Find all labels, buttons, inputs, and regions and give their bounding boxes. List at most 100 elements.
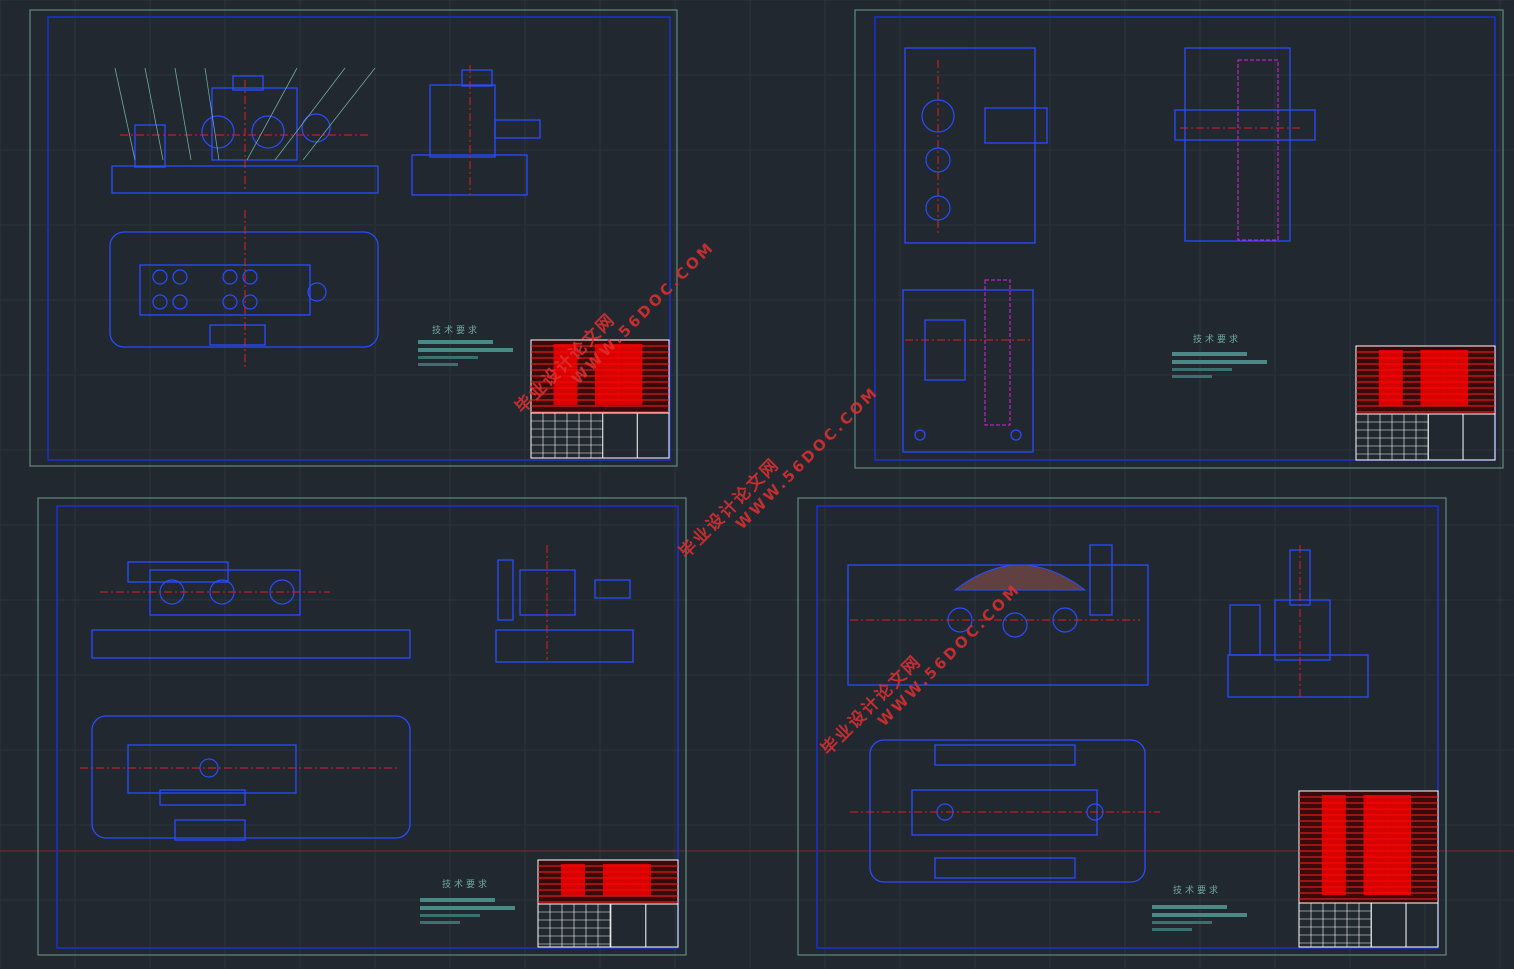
part-outline	[1227, 654, 1369, 698]
top-view-4	[850, 739, 1160, 883]
part-outline	[984, 107, 1048, 144]
part-outline	[461, 69, 493, 87]
part-outline	[495, 629, 634, 663]
bore-circle	[307, 282, 327, 302]
sheet-outer-border	[797, 497, 1447, 956]
base-top	[109, 231, 379, 348]
parts-list-text-block	[594, 344, 619, 405]
part-outline	[902, 289, 1034, 453]
part-outline	[1274, 599, 1331, 661]
part-outline	[934, 744, 1076, 766]
leader-line	[302, 67, 376, 161]
part-outline	[1089, 544, 1113, 616]
notes-line	[418, 363, 458, 366]
title-block-frame	[530, 412, 670, 459]
front-view-2	[904, 47, 1048, 244]
part-outline	[924, 319, 966, 381]
side-view-4	[1227, 545, 1369, 700]
top-view-1	[109, 210, 379, 370]
part-outline	[497, 559, 514, 621]
part-outline	[429, 84, 496, 158]
base-top	[91, 715, 411, 839]
leader-line	[114, 67, 136, 161]
part-outline	[211, 87, 298, 161]
part-outline	[519, 569, 576, 616]
parts-list-text-block	[618, 344, 643, 405]
technical-requirements-title-1: 技术要求	[432, 326, 481, 336]
sheet-outer-border	[29, 9, 678, 467]
bore-circle	[172, 294, 188, 310]
bore-circle	[301, 113, 331, 143]
technical-requirements-title-2: 技术要求	[1193, 335, 1242, 345]
bore-circle	[152, 269, 168, 285]
notes-line	[418, 348, 513, 352]
notes-line	[1172, 360, 1267, 364]
parts-list-text-block	[1444, 350, 1469, 406]
notes-line	[420, 914, 480, 917]
notes-line	[420, 921, 460, 924]
drawing-sheet-3[interactable]	[37, 497, 687, 956]
front-view-1	[111, 67, 379, 194]
notes-line	[420, 898, 495, 902]
parts-list-text-block	[603, 864, 627, 896]
leader-line	[204, 67, 220, 161]
top-view-2	[902, 279, 1034, 453]
title-block-frame	[1355, 413, 1496, 461]
part-outline	[494, 119, 541, 139]
notes-line	[1152, 928, 1192, 931]
bore-circle	[222, 269, 238, 285]
part-outline	[134, 124, 166, 168]
part-outline	[934, 857, 1076, 879]
bore-circle	[222, 294, 238, 310]
top-view-3	[80, 715, 411, 841]
title-block	[530, 339, 670, 459]
parts-list-text-block	[1378, 350, 1403, 406]
hatched-section	[953, 564, 1087, 591]
title-block-frame	[1298, 902, 1439, 948]
parts-list-text-block	[553, 344, 578, 405]
parts-list-text-block	[1363, 795, 1388, 895]
notes-line	[1172, 368, 1232, 371]
notes-line	[420, 906, 515, 910]
part-outline	[127, 744, 297, 794]
drawing-sheet-4[interactable]	[797, 497, 1447, 956]
bore-circle	[242, 294, 258, 310]
leader-line	[246, 67, 298, 161]
bore-circle	[1010, 429, 1022, 441]
bore-circle	[242, 269, 258, 285]
part-outline	[232, 75, 264, 91]
sheet-inner-border	[47, 16, 671, 461]
technical-requirements-title-3: 技术要求	[442, 880, 491, 890]
part-outline	[1174, 109, 1316, 141]
parts-list-text-block	[626, 864, 651, 896]
notes-line	[1152, 913, 1247, 917]
part-outline	[159, 789, 246, 806]
part-outline	[139, 264, 311, 316]
bore-circle	[152, 294, 168, 310]
notes-line	[1172, 352, 1247, 356]
notes-line	[1172, 375, 1212, 378]
base-top	[869, 739, 1146, 883]
drawing-sheet-2[interactable]	[854, 9, 1504, 469]
technical-requirements-title-4: 技术要求	[1173, 886, 1222, 896]
leader-line	[174, 67, 192, 161]
parts-list-text-block	[1420, 350, 1445, 406]
side-view-3	[495, 545, 634, 663]
body-outline	[847, 564, 1149, 686]
bore-circle	[172, 269, 188, 285]
title-block	[1355, 345, 1496, 461]
sheet-inner-border	[874, 16, 1496, 461]
front-view-3	[91, 561, 411, 659]
parts-list-text-block	[1321, 795, 1346, 895]
side-view-1	[411, 65, 541, 196]
title-block-frame	[537, 903, 679, 948]
base-plate	[91, 629, 411, 659]
part-outline	[127, 561, 229, 583]
drawing-sheet-1[interactable]	[29, 9, 678, 467]
leader-line	[144, 67, 164, 161]
side-view-2	[1174, 47, 1316, 242]
hidden-outline	[984, 279, 1011, 426]
leader-line	[274, 67, 346, 161]
parts-list-text-block	[561, 864, 585, 896]
